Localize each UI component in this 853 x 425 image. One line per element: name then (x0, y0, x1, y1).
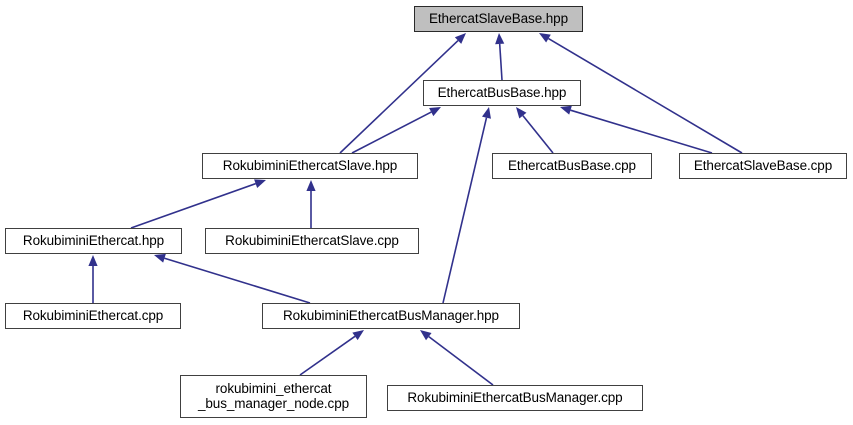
graph-node-label: RokubiminiEthercatBusManager.hpp (283, 307, 499, 323)
graph-node-label: RokubiminiEthercatBusManager.cpp (407, 389, 623, 405)
graph-node-label: rokubimini_ethercat _bus_manager_node.cp… (197, 380, 350, 411)
graph-node-ethercat-bus-base-cpp[interactable]: EthercatBusBase.cpp (492, 153, 652, 179)
graph-node-ethercat-bus-base-hpp[interactable]: EthercatBusBase.hpp (423, 80, 581, 106)
graph-edge (339, 33, 466, 154)
graph-edge (495, 33, 505, 81)
graph-node-label: EthercatBusBase.hpp (437, 84, 567, 100)
graph-edge (539, 33, 743, 154)
graph-edge (351, 107, 441, 154)
graph-edge (88, 255, 98, 303)
graph-node-ethercat-slave-base-hpp[interactable]: EthercatSlaveBase.hpp (414, 6, 583, 32)
graph-node-label: RokubiminiEthercat.cpp (22, 307, 164, 323)
graph-edge (130, 179, 266, 229)
graph-node-ethercat-slave-base-cpp[interactable]: EthercatSlaveBase.cpp (679, 153, 847, 179)
graph-node-rokubimini-ethercat-cpp[interactable]: RokubiminiEthercat.cpp (5, 303, 181, 329)
graph-node-label: RokubiminiEthercat.hpp (22, 232, 165, 248)
graph-node-rokubimini-ethercat-bus-manager-cpp[interactable]: RokubiminiEthercatBusManager.cpp (387, 385, 643, 411)
graph-node-rokubimini-ethercat-bus-manager-hpp[interactable]: RokubiminiEthercatBusManager.hpp (262, 303, 520, 329)
graph-node-rokubimini-ethercat-bus-manager-node-cpp[interactable]: rokubimini_ethercat _bus_manager_node.cp… (180, 375, 367, 418)
graph-node-label: EthercatSlaveBase.cpp (693, 157, 833, 173)
graph-edge (154, 253, 311, 304)
graph-node-label: EthercatSlaveBase.hpp (429, 10, 568, 26)
graph-edge (516, 107, 554, 154)
graph-node-label: EthercatBusBase.cpp (508, 157, 636, 173)
graph-edge (420, 330, 494, 386)
graph-node-label: RokubiminiEthercatSlave.hpp (222, 157, 398, 173)
graph-edge (299, 330, 364, 376)
graph-edge (442, 107, 491, 304)
graph-node-rokubimini-ethercat-slave-hpp[interactable]: RokubiminiEthercatSlave.hpp (202, 153, 418, 179)
graph-node-rokubimini-ethercat-hpp[interactable]: RokubiminiEthercat.hpp (5, 228, 182, 254)
graph-node-label: RokubiminiEthercatSlave.cpp (225, 232, 399, 248)
graph-node-rokubimini-ethercat-slave-cpp[interactable]: RokubiminiEthercatSlave.cpp (205, 228, 419, 254)
graph-edge (560, 105, 713, 154)
graph-edge (306, 180, 316, 228)
